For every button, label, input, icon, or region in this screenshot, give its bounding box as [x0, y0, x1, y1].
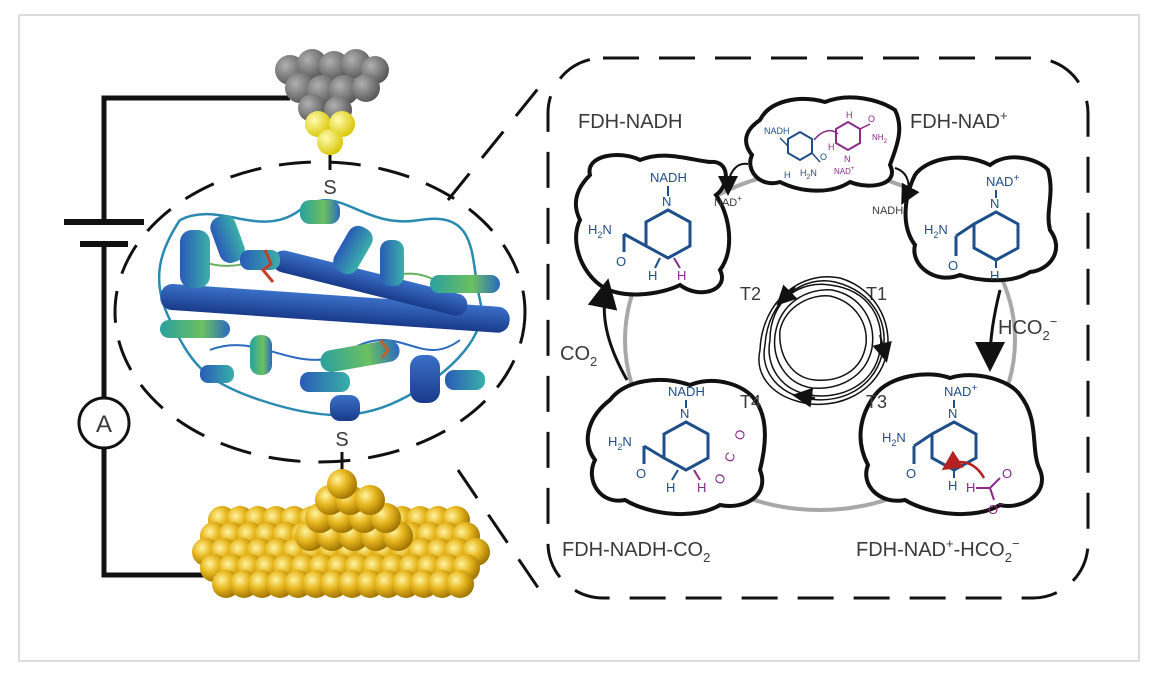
svg-text:H: H	[666, 480, 675, 495]
svg-text:O: O	[988, 502, 998, 517]
transition-pocket	[744, 95, 902, 193]
svg-text:O: O	[1002, 466, 1012, 481]
svg-text:NADH: NADH	[650, 170, 687, 185]
arrow-nadh-in	[894, 167, 920, 206]
svg-text:NH2: NH2	[872, 133, 888, 145]
label-hco2: HCO2−	[998, 314, 1057, 343]
svg-text:N: N	[948, 406, 957, 421]
svg-text:H2N: H2N	[608, 434, 632, 452]
swirl-arrow-2	[872, 334, 892, 363]
svg-text:N: N	[662, 194, 671, 209]
molecule-nad-top-right: NAD+ N O H2N H	[924, 173, 1020, 283]
svg-text:H: H	[966, 480, 975, 495]
stm-tip	[275, 49, 389, 155]
fdh-protein-structure	[157, 199, 510, 421]
svg-text:O: O	[868, 114, 875, 124]
molecule-transition-state: NADH H H2N O H N NAD+ O NH2 H	[764, 110, 888, 181]
label-fdh-nadh-co2: FDH-NADH-CO2	[562, 539, 710, 565]
label-t3: T3	[866, 392, 887, 412]
thiol-bottom-label: S	[335, 429, 348, 451]
label-t1: T1	[866, 284, 887, 304]
gold-substrate	[192, 469, 490, 598]
svg-text:H: H	[648, 268, 657, 283]
molecule-nadh-top-left: NADH N O H2N H H	[588, 170, 692, 283]
svg-text:H: H	[846, 110, 853, 120]
fdh-nadh-pocket	[573, 153, 732, 297]
svg-text:H2N: H2N	[924, 222, 948, 240]
svg-text:O: O	[711, 472, 729, 487]
circuit-wire-bottom	[101, 448, 230, 578]
molecule-nad-hco2-bottom-right: NAD+ N O H2N H H O O −	[882, 383, 1012, 517]
gold-atom	[355, 485, 385, 515]
svg-text:NAD+: NAD+	[986, 173, 1019, 189]
svg-text:O: O	[906, 466, 916, 481]
svg-text:NAD+: NAD+	[834, 166, 855, 176]
label-fdh-nad-hco2: FDH-NAD+-HCO2−	[856, 536, 1020, 565]
swirl-arrow-3	[792, 387, 816, 408]
gold-atom	[327, 469, 357, 499]
svg-text:O: O	[948, 258, 958, 273]
thiol-top-label: S	[323, 177, 336, 199]
zoom-line-top	[446, 79, 547, 201]
label-fdh-nadh: FDH-NADH	[578, 111, 682, 133]
label-t4: T4	[740, 392, 761, 412]
label-t2: T2	[740, 284, 761, 304]
arrow-co2-release	[587, 278, 629, 381]
cycle-panel-border	[546, 56, 1090, 600]
svg-text:H: H	[784, 170, 791, 180]
swirl-arrow-1	[776, 284, 798, 306]
svg-text:N: N	[844, 154, 851, 164]
label-nad-out: NAD+	[714, 194, 742, 209]
svg-text:N: N	[990, 196, 999, 211]
label-nadh-in: NADH	[872, 205, 903, 217]
circuit: A S	[64, 49, 527, 598]
svg-text:O: O	[616, 254, 626, 269]
svg-text:O: O	[636, 466, 646, 481]
svg-text:H: H	[697, 480, 706, 495]
svg-text:NADH: NADH	[764, 126, 790, 136]
label-fdh-nad: FDH-NAD+	[910, 108, 1008, 133]
molecule-nadh-co2-bottom-left: NADH N O H2N H H O C O	[608, 384, 749, 495]
svg-text:H: H	[828, 142, 835, 152]
svg-text:NADH: NADH	[668, 384, 705, 399]
svg-text:H2N: H2N	[588, 222, 612, 240]
svg-text:−: −	[998, 500, 1004, 511]
svg-text:H2N: H2N	[882, 430, 906, 448]
svg-text:H: H	[948, 478, 957, 493]
svg-text:H: H	[677, 268, 686, 283]
label-co2: CO2	[560, 343, 597, 369]
fdh-nadh-co2-pocket	[585, 378, 767, 516]
gold-atom	[446, 570, 474, 598]
arrow-nad-out	[718, 162, 749, 196]
arrow-hco2-binding	[975, 289, 1006, 372]
svg-text:NAD+: NAD+	[944, 383, 977, 399]
catalytic-cycle-panel: FDH-NADH FDH-NAD+ FDH-NAD+-HCO2− FDH-NAD…	[546, 56, 1090, 600]
fdh-nad-hco2-pocket	[858, 372, 1044, 516]
svg-text:N: N	[680, 406, 689, 421]
zoom-line-bottom	[456, 469, 547, 599]
svg-text:O: O	[731, 428, 749, 443]
svg-text:H2N: H2N	[800, 168, 817, 181]
ammeter-label: A	[96, 411, 112, 438]
svg-text:O: O	[820, 152, 827, 162]
protein-enclosure	[113, 160, 527, 464]
circuit-wire-top	[101, 95, 290, 222]
svg-text:H: H	[990, 268, 999, 283]
